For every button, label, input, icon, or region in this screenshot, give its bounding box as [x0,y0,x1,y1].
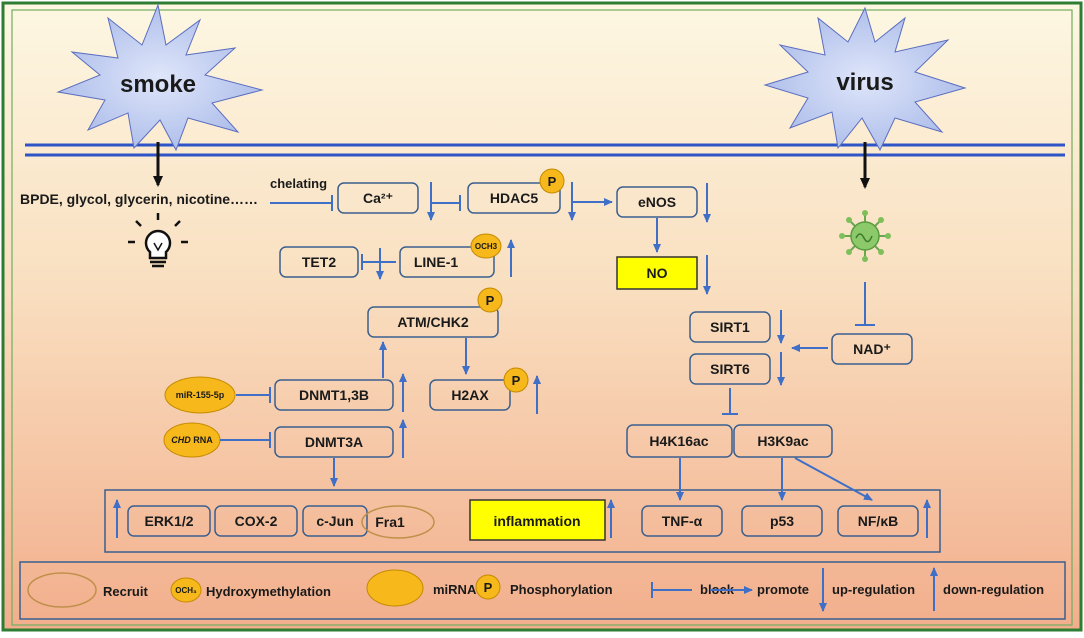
chelating-text: chelating [270,176,327,191]
svg-text:NO: NO [647,265,668,281]
node-dnmt3a: DNMT3A [274,426,394,458]
svg-text:p53: p53 [770,513,794,529]
inner-frame [11,9,1073,626]
svg-text:H4K16ac: H4K16ac [649,433,708,449]
och3-line1: OCH3 [470,233,502,259]
virus-label: virus [836,69,893,96]
svg-text:H3K9ac: H3K9ac [757,433,809,449]
svg-text:Ca²⁺: Ca²⁺ [363,190,393,206]
legend-och3-text: OCH₃ [175,586,197,595]
node-cjun: c-Jun [302,505,368,537]
lightbulb-icon [128,213,188,268]
node-hdac5: HDAC5 [467,182,561,214]
legend-up-regulation: up-regulation [832,582,915,597]
legend-p-text: P [484,580,493,595]
legend: Recruit OCH₃ Hydroxymethylation miRNA P … [19,561,1066,620]
node-ca: Ca²⁺ [337,182,419,214]
node-p53: p53 [741,505,823,537]
mirna-155: miR-155-5p [164,376,236,414]
svg-text:SIRT6: SIRT6 [710,361,750,377]
effector-container [104,489,941,553]
svg-text:DNMT1,3B: DNMT1,3B [299,387,369,403]
svg-text:CHD RNA: CHD RNA [171,435,213,445]
node-dnmt1-3b: DNMT1,3B [274,379,394,411]
node-atm-chk2: ATM/CHK2 [367,306,499,338]
node-nad: NAD⁺ [831,333,913,365]
node-inflammation: inflammation [469,499,606,541]
phospho-atm: P [477,287,503,313]
svg-text:DNMT3A: DNMT3A [305,434,363,450]
node-sirt6: SIRT6 [689,353,771,385]
node-h3k9ac: H3K9ac [733,424,833,458]
legend-mirna-symbol [366,569,424,607]
node-h2ax: H2AX [429,379,511,411]
svg-text:miR-155-5p: miR-155-5p [176,390,225,400]
chd-rna: CHD RNA [163,422,221,458]
virus-burst [763,6,967,152]
virus-particle-icon [839,210,891,262]
node-nfkb: NF/κB [837,505,919,537]
node-h4k16ac: H4K16ac [626,424,733,458]
node-tnf: TNF-α [641,505,723,537]
legend-down-regulation: down-regulation [943,582,1044,597]
svg-text:eNOS: eNOS [638,194,676,210]
legend-hydroxymethylation: Hydroxymethylation [206,584,331,599]
svg-text:NAD⁺: NAD⁺ [853,341,891,357]
node-erk: ERK1/2 [127,505,211,537]
svg-text:LINE-1: LINE-1 [414,254,459,270]
legend-recruit-symbol [27,572,97,608]
svg-text:P: P [486,293,495,308]
regulation-arrows [113,182,931,538]
svg-text:P: P [548,174,557,189]
legend-promote: promote [757,582,809,597]
svg-text:NF/κB: NF/κB [858,513,898,529]
node-sirt1: SIRT1 [689,311,771,343]
node-cox2: COX-2 [214,505,298,537]
legend-och3-symbol [170,577,202,603]
node-fra1: Fra1 [361,505,435,539]
svg-text:HDAC5: HDAC5 [490,190,538,206]
smoke-burst [56,3,264,152]
svg-text:c-Jun: c-Jun [316,513,353,529]
svg-text:P: P [512,373,521,388]
smoke-label: smoke [120,71,196,98]
node-tet2: TET2 [279,246,359,278]
svg-text:SIRT1: SIRT1 [710,319,750,335]
legend-p-symbol [475,574,501,600]
svg-text:ATM/CHK2: ATM/CHK2 [397,314,469,330]
svg-text:COX-2: COX-2 [235,513,278,529]
node-no: NO [616,256,698,290]
svg-text:TET2: TET2 [302,254,336,270]
phospho-h2ax: P [503,367,529,393]
node-enos: eNOS [616,186,698,218]
node-line1: LINE-1 [399,246,495,278]
svg-text:Fra1: Fra1 [375,514,405,530]
svg-text:inflammation: inflammation [493,513,580,529]
compounds-text: BPDE, glycol, glycerin, nicotine…… [20,191,258,207]
legend-recruit: Recruit [103,584,148,599]
svg-text:ERK1/2: ERK1/2 [144,513,193,529]
phospho-hdac5: P [539,168,565,194]
svg-text:OCH3: OCH3 [475,242,498,251]
svg-text:TNF-α: TNF-α [662,513,703,529]
legend-phosphorylation: Phosphorylation [510,582,613,597]
promote-arrows [330,198,873,501]
svg-text:H2AX: H2AX [451,387,489,403]
legend-mirna: miRNA [433,582,477,597]
legend-frame [19,561,1066,620]
